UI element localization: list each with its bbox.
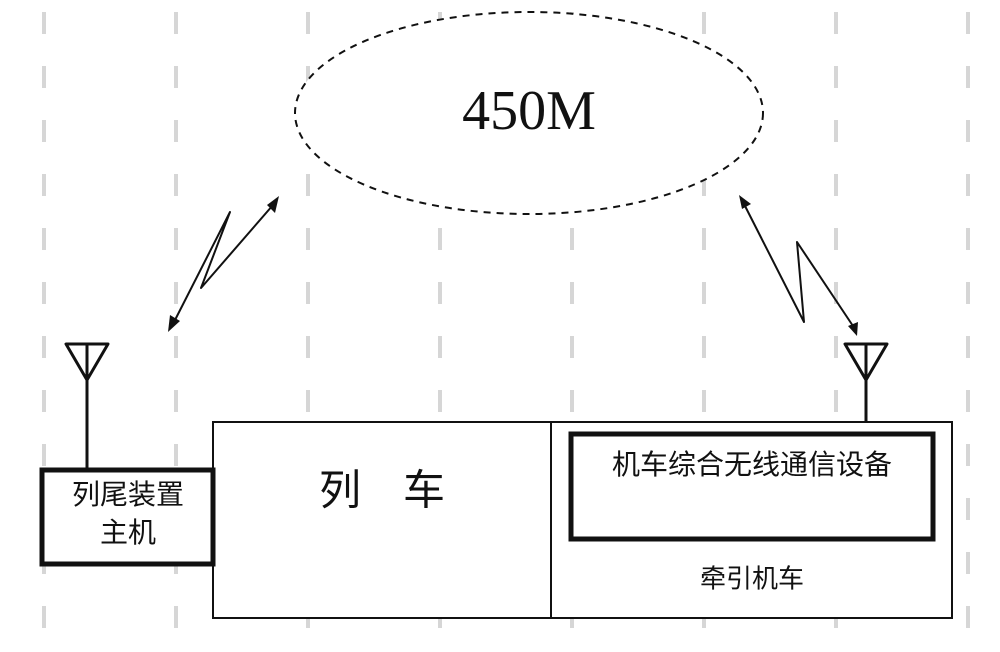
right-arrowhead-bottom <box>848 322 858 336</box>
network-cloud <box>294 11 764 215</box>
tail-unit-label-line1: 列尾装置 <box>72 478 184 511</box>
locomotive-device-label: 机车综合无线通信设备 <box>612 448 892 481</box>
right-zigzag-path <box>743 203 854 327</box>
tail-unit-label-line2: 主机 <box>100 516 156 549</box>
train-label: 列 车 <box>319 466 445 515</box>
left-zigzag-path <box>173 204 274 323</box>
right-arrowhead-top <box>739 195 751 209</box>
left-wireless-link <box>168 196 279 332</box>
left-arrowhead-top <box>267 196 279 213</box>
locomotive-device-box <box>568 431 936 542</box>
right-wireless-link <box>739 195 858 336</box>
left-antenna-icon <box>64 342 110 470</box>
tail-unit-box <box>39 467 216 567</box>
network-label: 450M <box>462 80 596 142</box>
locomotive-label: 牵引机车 <box>700 565 804 595</box>
left-arrowhead-bottom <box>168 315 180 332</box>
